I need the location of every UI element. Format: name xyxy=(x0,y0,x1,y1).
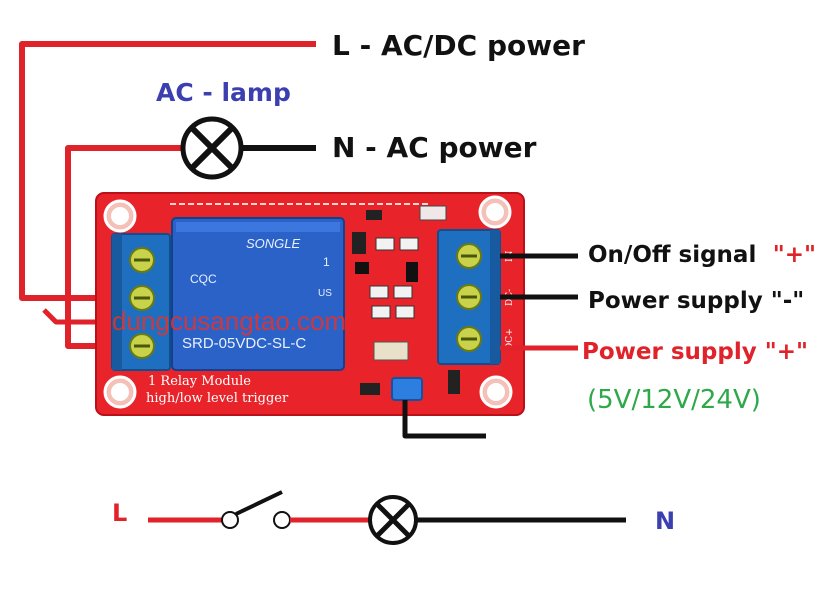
mounting-hole xyxy=(479,375,513,409)
screw-terminal xyxy=(129,333,155,359)
screw-terminal xyxy=(129,247,155,273)
watermark: dungcusangtao.com xyxy=(112,306,346,336)
ac-lamp-icon xyxy=(180,116,244,180)
l-power-wire xyxy=(19,41,316,301)
jumper-leader-line xyxy=(402,400,486,439)
label-n-power: N - AC power xyxy=(332,131,537,164)
screw-terminal xyxy=(129,285,155,311)
mounting-hole xyxy=(478,195,512,229)
lamp-red-wire xyxy=(65,145,182,349)
mounting-hole xyxy=(103,199,137,233)
mounting-hole xyxy=(103,375,137,409)
relay-us: US xyxy=(318,288,332,299)
relay-model: SRD-05VDC-SL-C xyxy=(182,335,306,352)
screw-terminal xyxy=(456,326,482,352)
label-supply-minus: Power supply "-" xyxy=(588,288,804,314)
schematic-label-n: N xyxy=(655,507,675,535)
label-onoff: On/Off signal "+" xyxy=(588,241,816,268)
silk-module-title: 1 Relay Module xyxy=(148,374,251,389)
bottom-schematic: L N xyxy=(112,490,675,545)
label-l-power: L - AC/DC power xyxy=(332,29,585,62)
branch-red-wire xyxy=(42,308,102,325)
label-onoff-signal: On/Off signal xyxy=(588,242,756,268)
pin-label-dcplus: DC+ xyxy=(505,328,515,350)
components xyxy=(352,205,460,394)
screw-terminal xyxy=(456,243,482,269)
label-ac-lamp: AC - lamp xyxy=(156,78,291,107)
right-terminal-block xyxy=(437,229,501,365)
relay-cert: CQC xyxy=(190,272,217,286)
label-onoff-plus: "+" xyxy=(773,242,816,268)
songle-relay: SONGLE 1 CQC US SRD-05VDC-SL-C xyxy=(171,217,345,371)
left-terminal-block xyxy=(111,233,171,371)
relay-module-board: SONGLE 1 CQC US SRD-05VDC-SL-C xyxy=(95,192,525,416)
silk-trigger-text: high/low level trigger xyxy=(146,391,289,406)
relay-brand: SONGLE xyxy=(246,236,301,251)
label-voltages: (5V/12V/24V) xyxy=(587,385,761,415)
switch-icon xyxy=(221,490,291,529)
schematic-label-l: L xyxy=(112,499,127,527)
schematic-lamp-icon xyxy=(368,495,418,545)
relay-mark: 1 xyxy=(323,255,330,269)
screw-terminal xyxy=(456,284,482,310)
label-supply-plus: Power supply "+" xyxy=(582,339,808,365)
